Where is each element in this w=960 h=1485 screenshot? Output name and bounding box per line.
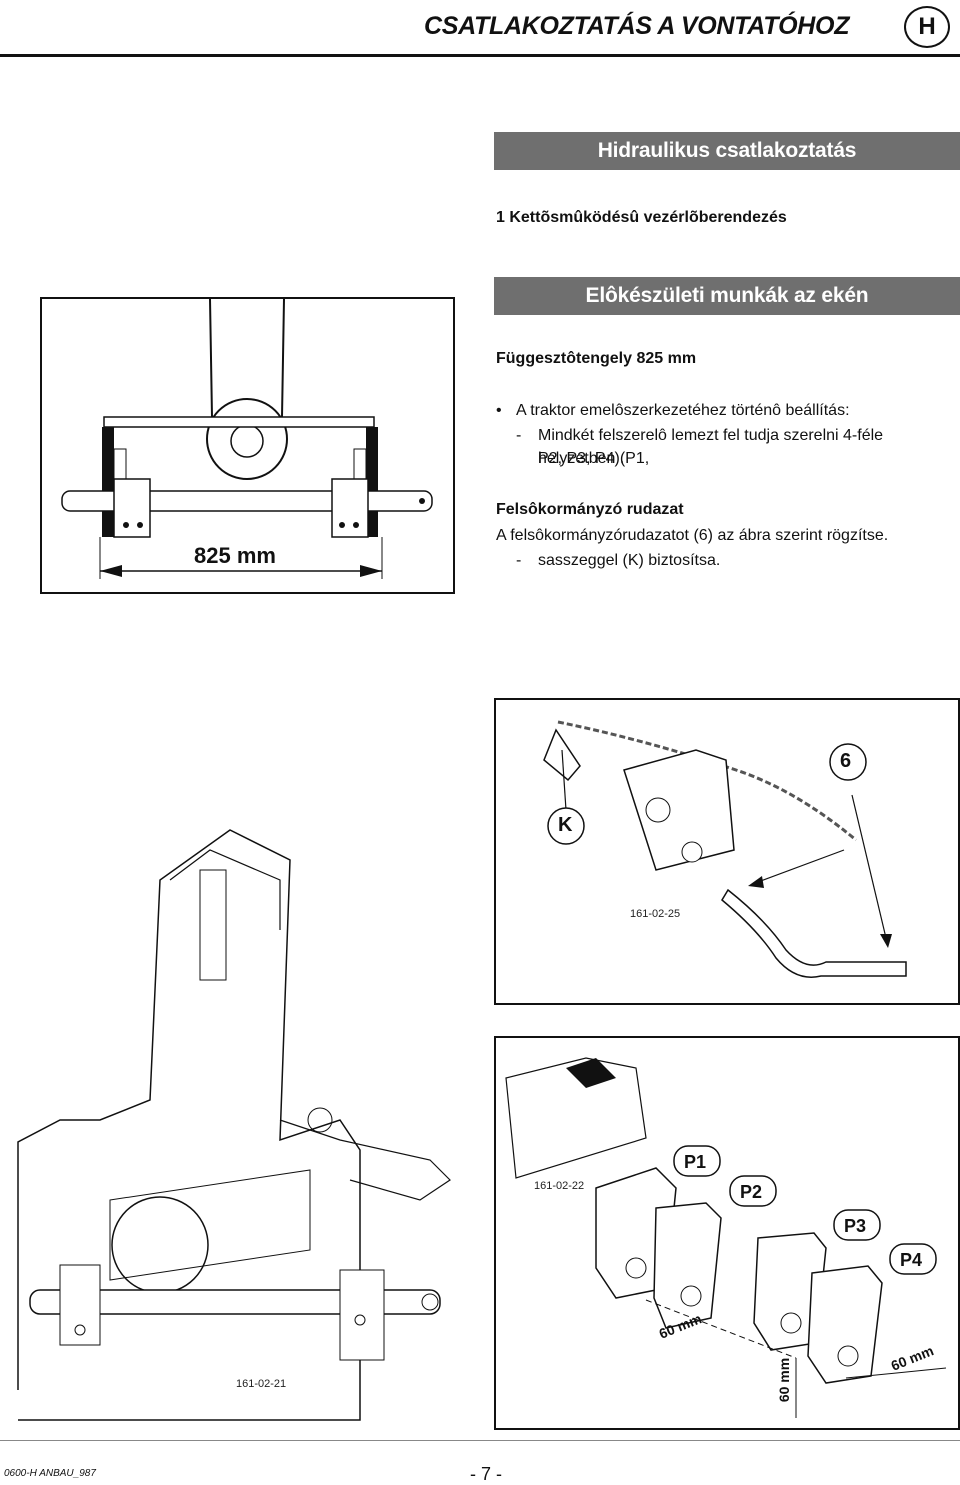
dimension-60-b: 60 mm bbox=[776, 1357, 793, 1403]
subheading-axle: Függesztôtengely 825 mm bbox=[496, 350, 697, 367]
figure-mounting-plates: 161-02-22 P1 P2 P3 P4 60 mm 60 mm 60 mm bbox=[494, 1036, 960, 1430]
bullet-text: A traktor emelôszerkezetéhez történô beá… bbox=[516, 402, 850, 419]
dash-text-1: Mindkét felszerelô lemezt fel tudja szer… bbox=[538, 427, 884, 467]
page-number: - 7 - bbox=[470, 1464, 503, 1484]
dash-text-1b: P2, P3, P4). bbox=[538, 450, 625, 467]
figure-axle: 825 mm bbox=[40, 297, 455, 594]
figure-code-2: 161-02-25 bbox=[630, 908, 681, 920]
position-p4: P4 bbox=[900, 1250, 923, 1270]
callout-6: 6 bbox=[840, 750, 852, 772]
position-p3: P3 bbox=[844, 1216, 867, 1236]
subheading-control-unit: 1 Kettõsmûködésû vezérlõberendezés bbox=[496, 209, 787, 226]
top-link-drawing bbox=[543, 720, 907, 978]
footer-divider bbox=[0, 1440, 960, 1441]
section-bar-hydraulic: Hidraulikus csatlakoztatás bbox=[494, 132, 960, 170]
position-p1: P1 bbox=[684, 1152, 707, 1172]
axle-drawing bbox=[61, 298, 433, 579]
dimension-label-825: 825 mm bbox=[194, 543, 276, 568]
headstock-drawing bbox=[17, 829, 451, 1421]
position-p2: P2 bbox=[740, 1182, 763, 1202]
language-badge: H bbox=[904, 6, 950, 48]
dash-marker-2: - bbox=[516, 552, 522, 569]
figure-code-4: 161-02-22 bbox=[534, 1180, 585, 1192]
bullet-dot: • bbox=[496, 402, 502, 419]
figure-code-3: 161-02-21 bbox=[236, 1378, 287, 1390]
plates-drawing bbox=[505, 1057, 947, 1418]
dash-marker: - bbox=[516, 427, 522, 444]
top-link-paragraph: A felsôkormányzórudazatot (6) az ábra sz… bbox=[496, 527, 889, 544]
callout-k: K bbox=[558, 814, 573, 836]
footer-doc-code: 0600-H ANBAU_987 bbox=[4, 1468, 96, 1479]
subheading-top-link: Felsôkormányzó rudazat bbox=[496, 501, 684, 518]
figure-code-3-box: 161-02-21 bbox=[236, 1378, 300, 1396]
header-divider bbox=[0, 54, 960, 57]
section-bar-preparation: Elôkészületi munkák az ekén bbox=[494, 277, 960, 315]
dash-text-2: sasszeggel (K) biztosítsa. bbox=[538, 552, 721, 569]
page-title: CSATLAKOZTATÁS A VONTATÓHOZ bbox=[424, 12, 850, 40]
figure-top-link: 6 K 161-02-25 bbox=[494, 698, 960, 1005]
